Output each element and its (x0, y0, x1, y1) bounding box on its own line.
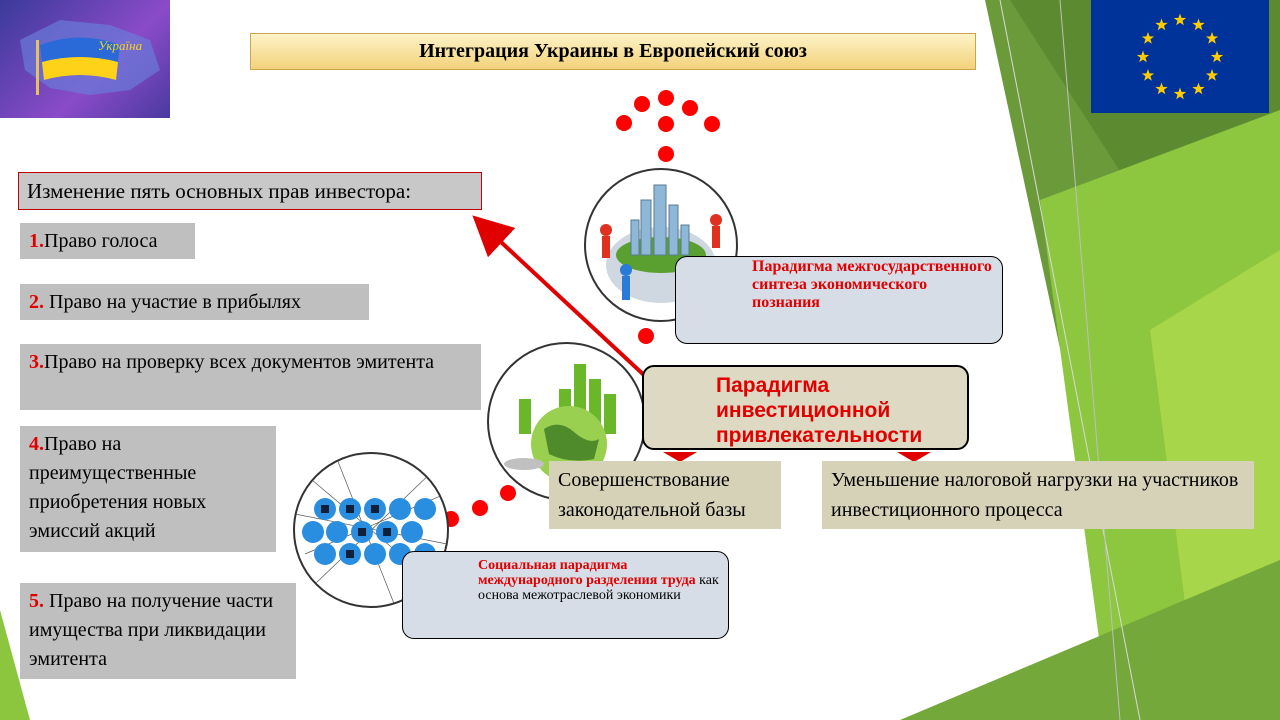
eu-star-icon (1210, 50, 1224, 63)
eu-star-icon (1192, 18, 1205, 31)
right-number: 5. (29, 590, 49, 612)
eu-star-icon (1205, 32, 1219, 44)
right-text: Право на преимущественные приобретения н… (29, 433, 207, 542)
paradigm-social-title: Социальная парадигма международного разд… (478, 558, 696, 588)
ukraine-logo: Україна (0, 0, 170, 118)
eu-star-icon (1136, 50, 1150, 63)
right-item-5: 5. Право на получение части имущества пр… (20, 583, 296, 679)
right-number: 3. (29, 351, 44, 373)
eu-stars-icon (1136, 13, 1224, 100)
slide-title: Интеграция Украины в Европейский союз (250, 33, 976, 70)
right-number: 2. (29, 291, 49, 313)
eu-star-icon (1173, 13, 1187, 26)
eu-star-icon (1155, 18, 1168, 31)
eu-star-icon (1141, 32, 1155, 44)
eu-star-icon (1205, 69, 1219, 81)
right-text: Право на получение части имущества при л… (29, 590, 274, 670)
bg-green-corner (0, 610, 30, 720)
right-number: 1. (29, 230, 44, 252)
ukraine-logo-text: Україна (98, 38, 143, 53)
network-image (293, 452, 449, 608)
right-item-1: 1.Право голоса (20, 223, 195, 259)
paradigm-social-rest: как основа межотраслевой экономики (478, 573, 719, 603)
sub-box-legislation: Совершенствование законодательной базы (549, 461, 781, 529)
red-dots (443, 90, 720, 527)
paradigm-interstate: Парадигма межгосударственного синтеза эк… (675, 256, 1003, 344)
right-number: 4. (29, 433, 44, 455)
paradigm-investment: Парадигма инвестиционной привлекательнос… (642, 365, 969, 450)
rights-header: Изменение пять основных прав инвестора: (18, 172, 482, 210)
bg-green-band-5 (900, 560, 1280, 720)
eu-star-icon (1155, 82, 1168, 95)
paradigm-social: Социальная парадигма международного разд… (402, 551, 729, 639)
ukraine-map-icon (20, 20, 160, 95)
right-item-3: 3.Право на проверку всех документов эмит… (20, 344, 481, 410)
right-text: Право на участие в прибылях (49, 291, 301, 313)
eu-star-icon (1192, 82, 1205, 95)
eu-star-icon (1141, 69, 1155, 81)
right-text: Право голоса (44, 230, 158, 252)
eu-flag (1091, 0, 1269, 113)
down-arrows (663, 452, 931, 462)
right-item-4: 4.Право на преимущественные приобретения… (20, 426, 276, 552)
right-item-2: 2. Право на участие в прибылях (20, 284, 369, 320)
red-arrow (472, 215, 647, 378)
right-text: Право на проверку всех документов эмитен… (44, 351, 435, 373)
eu-star-icon (1173, 87, 1187, 100)
sub-box-tax: Уменьшение налоговой нагрузки на участни… (822, 461, 1254, 529)
